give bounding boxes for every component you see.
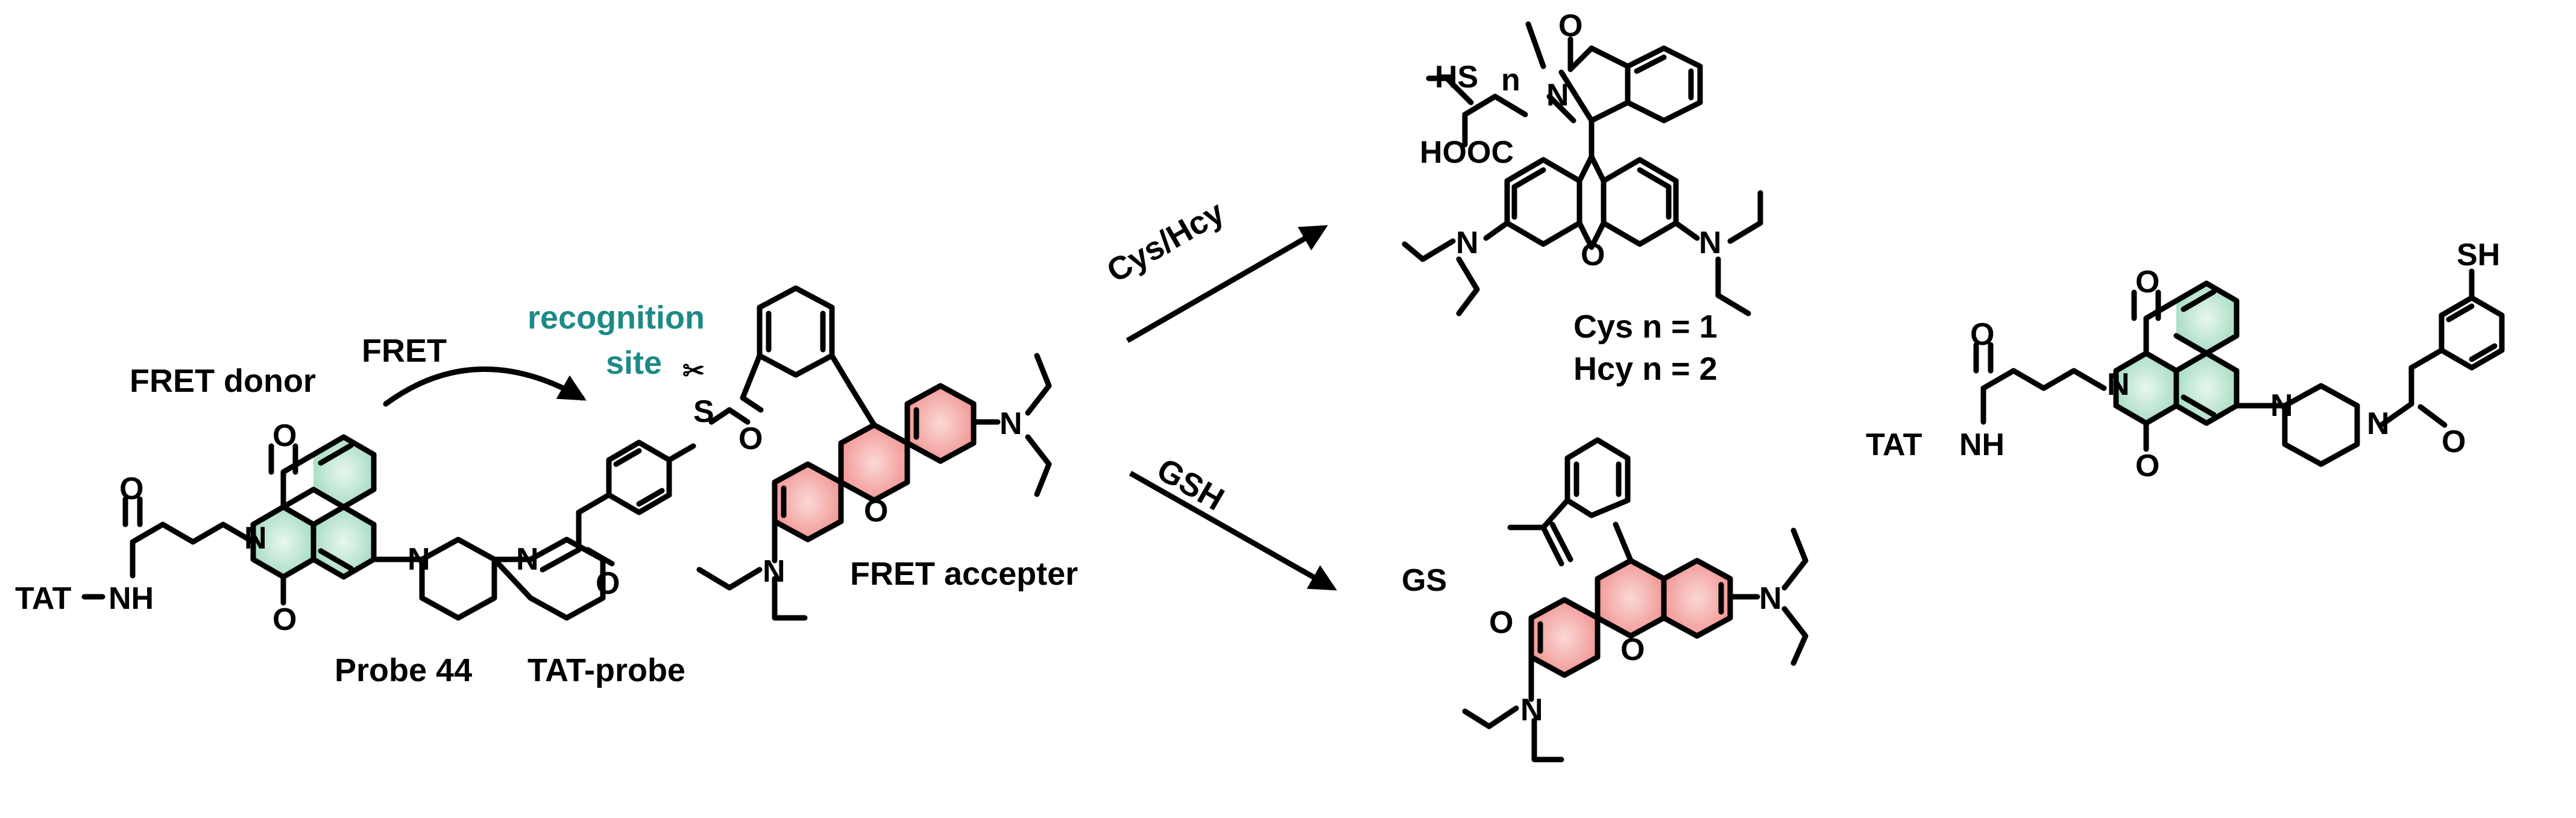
gsh-n-left-label: N [1520,693,1543,728]
gsh-carbonyl-o-label: O [1489,605,1513,640]
spiro-n-label: N [1546,78,1569,113]
donor-naphthalimide [81,434,606,621]
donor-ring-left [253,507,313,577]
gs-label: GS [1402,563,1447,598]
piperazine-n1-label: N [408,542,430,577]
fret-donor-label: FRET donor [130,363,316,399]
thiol-imide-o-bottom-label: O [2135,448,2159,483]
acceptor-ring-right [907,386,974,461]
thiol-amide-o-label: O [1970,317,1994,352]
cys-n-note: Cys n = 1 [1573,309,1718,345]
hcy-n-note: Hcy n = 2 [1573,351,1718,387]
donor-ring-bottom [313,507,374,577]
thiol-donor-product [1973,268,2505,467]
acceptor-ring-left [775,464,841,540]
recognition-label: recognition [527,300,705,336]
thiol-piperazine-n1-label: N [2270,388,2293,423]
nh-label: NH [109,581,154,616]
imide-o-top-label: O [272,418,297,453]
sh-label: SH [2457,238,2500,272]
cys-product [1402,21,1763,316]
thiol-piperazine-n2-label: N [2367,406,2390,441]
cys-hcy-arrow [1126,225,1328,343]
imide-o-bottom-label: O [272,602,297,637]
thiol-nh-label: NH [1959,427,2004,462]
thiol-ring-top [2176,283,2237,353]
hs-label: HS [1435,60,1478,95]
acceptor-n-left-label: N [763,554,786,589]
site-label: site [606,345,662,381]
gsh-product [1462,437,1809,763]
donor-ring-top [313,437,374,507]
fret-accepter-label: FRET accepter [850,556,1078,592]
hooc-label: HOOC [1420,135,1514,170]
probe44-label: Probe 44 [335,652,472,688]
thiol-ring-bottom [2176,353,2237,423]
thiol-imide-n-label: N [2107,367,2130,402]
amide-o-label: O [119,471,143,506]
acceptor-n-right-label: N [1000,406,1022,441]
fret-arrow [383,367,587,407]
cys-n-left-label: N [1456,225,1479,260]
gsh-ring-left [1531,600,1598,675]
cys-hcy-label: Cys/Hcy [1101,194,1230,290]
gsh-arrow [1129,471,1337,591]
thiol-ring-left [2116,353,2176,423]
thioester-s-label: S [693,394,714,429]
tat-probe-label: TAT-probe [527,652,685,688]
gsh-xanthene-o-label: O [1620,632,1645,667]
tat-probe-benzoyl [540,395,764,573]
acceptor-ring-center [841,425,907,500]
imide-n-label: N [244,521,267,556]
spiro-o-label: O [1558,8,1582,43]
cys-xanthene-o-label: O [1581,238,1605,272]
acceptor-rhodamine [696,285,1052,621]
cys-n-right-label: N [1699,225,1722,260]
thiol-tat-label: TAT [1866,427,1923,462]
scissors-icon: ✂ [682,356,705,386]
gsh-ring-center [1598,561,1664,636]
xanthene-o-label: O [864,494,888,529]
thiol-imide-o-top-label: O [2135,265,2159,300]
thioester-o-label: O [738,421,763,456]
n-subscript-label: n [1501,63,1520,98]
piperazine-n2-label: N [516,542,539,577]
thiol-carbonyl-o-label: O [2442,424,2466,459]
benzoyl-o-label: O [596,566,620,601]
gsh-ring-right [1664,561,1730,636]
gsh-n-right-label: N [1759,581,1782,616]
tat-label: TAT [15,581,72,616]
fret-label: FRET [362,333,447,369]
